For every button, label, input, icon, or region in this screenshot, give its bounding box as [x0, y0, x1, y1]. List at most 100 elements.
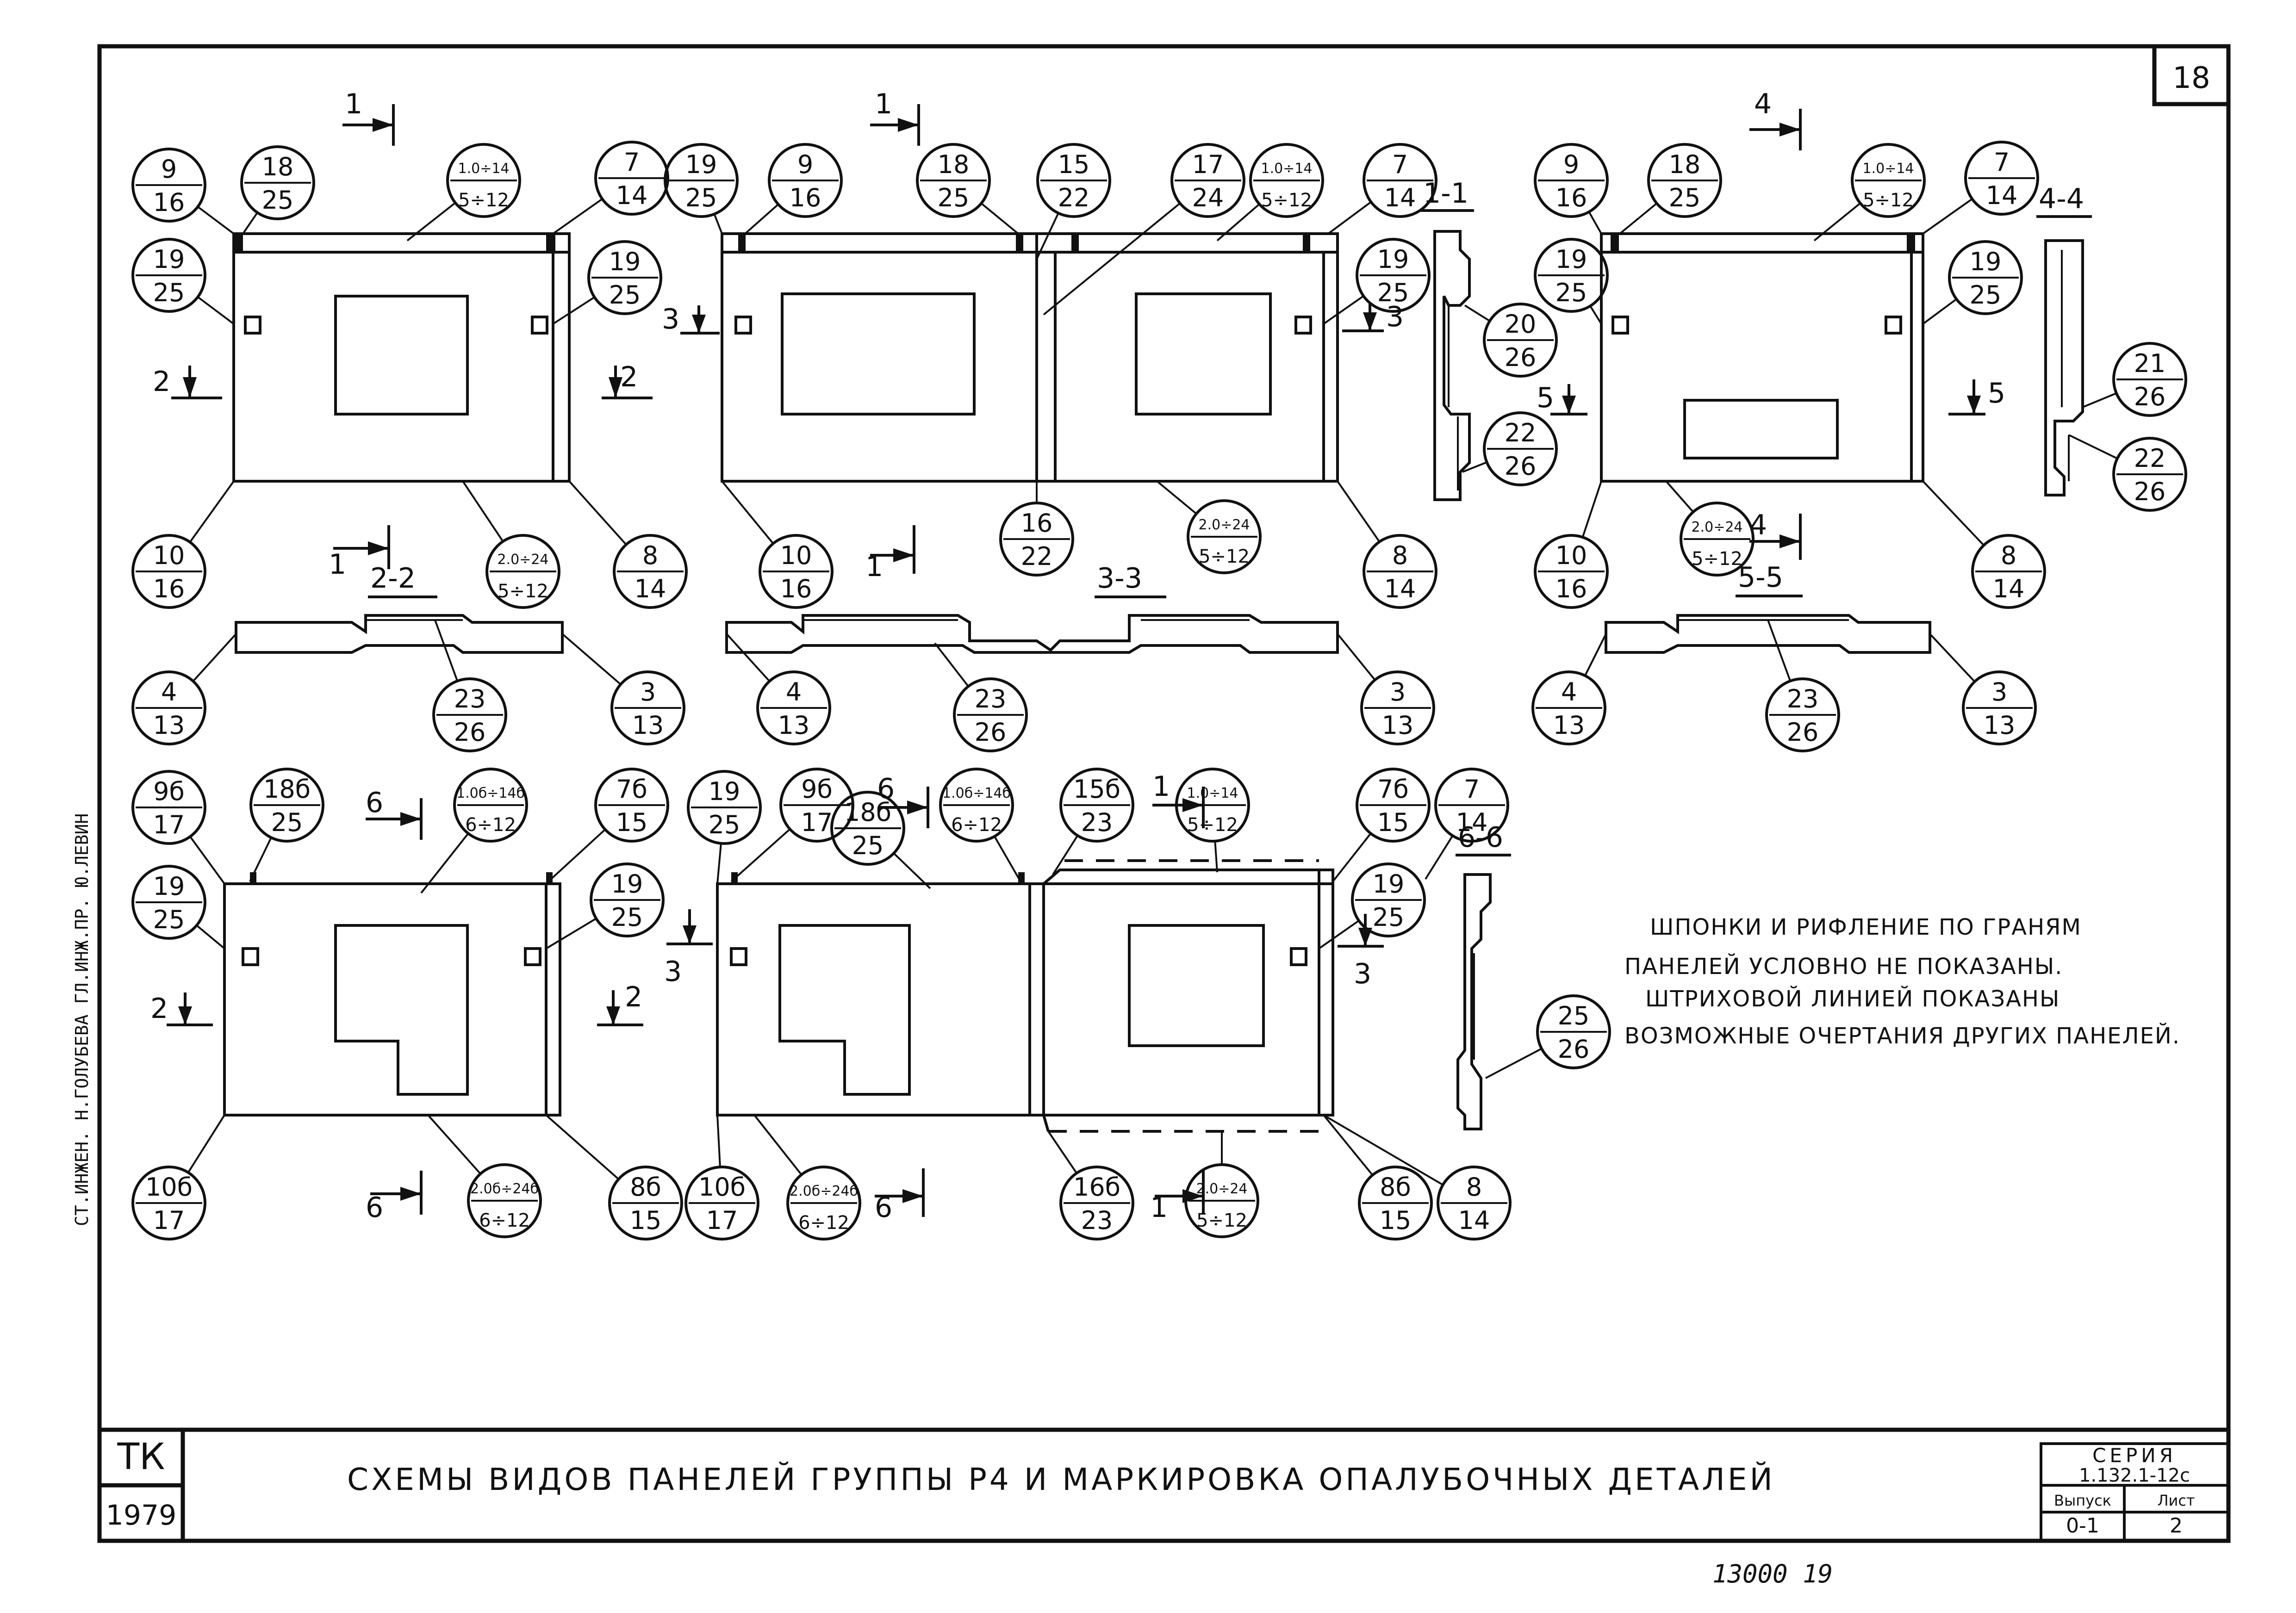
bubble-top-text: 23: [454, 684, 486, 713]
bubble-bottom-text: 13: [153, 711, 185, 740]
bubble-circle: [684, 1166, 759, 1241]
bubble-circle: [131, 148, 206, 223]
bubble-bottom-text: 16: [790, 183, 821, 212]
bubble-circle: [131, 238, 206, 313]
section-1-1: [1433, 230, 1471, 501]
bubble-bottom-text: 5÷12: [1199, 546, 1250, 567]
bubble-bottom-text: 25: [262, 186, 294, 215]
leader-line: [197, 296, 235, 325]
bubble-circle: [240, 145, 315, 220]
cut-mark: 2: [620, 361, 638, 393]
bubble-top-text: 19: [1970, 247, 2002, 276]
cut-mark: 1: [875, 88, 892, 120]
bubble-top-text: 1.0÷14: [1187, 785, 1238, 801]
bubble-top-text: 19: [153, 872, 185, 901]
bubble-bottom-text: 14: [1384, 574, 1416, 603]
bubble-circle: [608, 1166, 683, 1241]
bubble-bottom-text: 16: [780, 574, 812, 603]
bubble-top-text: 8: [1392, 541, 1408, 570]
bubble-bottom-text: 26: [975, 718, 1007, 747]
bubble-top-text: 16: [1021, 509, 1053, 538]
panel-4: [223, 872, 561, 1117]
bubble-bottom-text: 25: [609, 280, 641, 310]
bubble-bottom-text: 25: [153, 905, 185, 934]
bubble-bottom-text: 16: [1556, 183, 1587, 212]
bubble-circle: [999, 502, 1074, 577]
bubble-circle: [664, 143, 739, 218]
bubble-bottom-text: 25: [1970, 280, 2002, 310]
leader-line: [981, 202, 1019, 235]
cut-mark: 3: [1386, 301, 1404, 333]
leader-line: [1464, 304, 1490, 322]
bubble-top-text: 18: [1669, 150, 1701, 179]
bubble-circle: [759, 534, 834, 609]
bubble-bottom-text: 6÷12: [798, 1212, 849, 1234]
bubble-bottom-text: 26: [2134, 477, 2166, 506]
bubble-top-text: 9б: [153, 777, 185, 806]
bubble-circle: [131, 770, 206, 845]
bubble-circle: [1249, 143, 1324, 218]
bubble-circle: [613, 534, 688, 609]
leader-line: [406, 202, 456, 242]
leader-line: [1462, 461, 1487, 473]
leader-line: [1214, 841, 1218, 873]
leader-line: [561, 633, 622, 685]
bubble-circle: [587, 240, 662, 315]
bubble-circle: [1434, 768, 1509, 843]
section-labels: 1-1 2-2 3-3 4-4 5-5 6-6: [368, 177, 2092, 856]
marking-bubble: 2.0÷245÷12: [1680, 502, 1755, 577]
section-4-4: [2044, 239, 2084, 496]
cut-mark: 2: [153, 366, 170, 398]
series-label: СЕРИЯ: [2092, 1444, 2177, 1467]
bubble-circle: [1765, 677, 1840, 752]
bubble-bottom-text: 25: [685, 183, 717, 212]
bubble-top-text: 19: [609, 247, 641, 276]
bubble-circle: [1036, 143, 1111, 218]
sheet-number: 18: [2172, 61, 2210, 95]
bubble-circle: [1964, 141, 2039, 216]
bubble-bottom-text: 5÷12: [1692, 548, 1742, 570]
notes-block: ШПОНКИ И РИФЛЕНИЕ ПО ГРАНЯМ ПАНЕЛЕЙ УСЛО…: [1624, 914, 2179, 1049]
leader-line: [1043, 202, 1181, 316]
leader-line: [187, 1114, 225, 1173]
bubble-top-text: 7б: [616, 775, 647, 804]
bubble-bottom-text: 15: [630, 1206, 662, 1235]
leader-line: [545, 918, 597, 949]
bubble-top-text: 10б: [698, 1173, 746, 1202]
issue-label: Выпуск: [2054, 1492, 2111, 1509]
bubble-bottom-text: 15: [1377, 808, 1409, 837]
leader-line: [2082, 392, 2117, 408]
bubble-bottom-text: 17: [153, 810, 185, 839]
leader-line: [994, 836, 1021, 882]
section-label: 2-2: [370, 562, 416, 595]
bubble-circle: [1363, 534, 1437, 609]
bubble-circle: [1971, 534, 2046, 609]
leader-line: [893, 852, 931, 889]
bubble-top-text: 1.0÷14: [458, 161, 509, 177]
marking-bubble: 916: [1534, 143, 1609, 218]
leader-line: [1581, 481, 1602, 538]
cut-mark: 1: [329, 548, 346, 581]
bubble-top-text: 17: [1192, 150, 1224, 179]
bubble-top-text: 15б: [1073, 775, 1120, 804]
bubble-circle: [131, 1166, 206, 1241]
bubble-top-text: 9б: [801, 775, 833, 804]
bubble-bottom-text: 5÷12: [1196, 1210, 1247, 1231]
bubble-circle: [1483, 303, 1558, 378]
bubble-top-text: 2.0б÷24б: [790, 1183, 858, 1199]
bubble-circle: [953, 677, 1028, 752]
